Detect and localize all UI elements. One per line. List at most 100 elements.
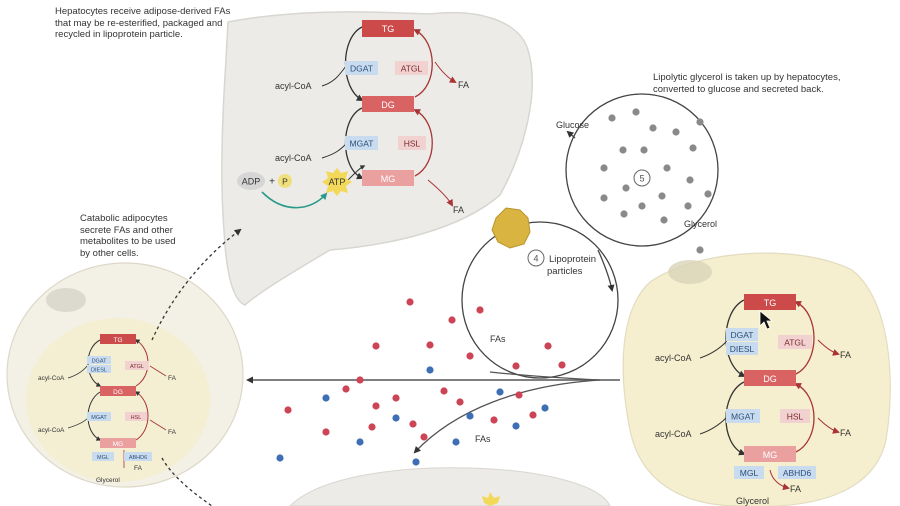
left-atgl-label: ATGL (130, 364, 144, 370)
right-adipocyte-nucleus (668, 260, 712, 284)
fa-blue-dot (512, 422, 520, 430)
liver-mgat-label: MGAT (350, 139, 374, 149)
left-hsl-label: HSL (131, 415, 142, 421)
left-dg-box (100, 386, 136, 396)
right-mgl-label: MGL (740, 468, 759, 478)
left-fa-out-1 (149, 365, 167, 377)
lipoprotein-cycle-circle (461, 221, 619, 379)
glycerol-molecule-dot (622, 184, 630, 192)
adp-to-atp-arrow (261, 191, 328, 209)
right-acylcoa-in-2 (699, 417, 727, 435)
note-catabolic: Catabolic adipocytes secrete FAs and oth… (80, 213, 176, 259)
note-glycerol-line-2: converted to glucose and secreted back. (653, 83, 824, 95)
right-tg-label: TG (764, 298, 777, 308)
left-fa-label-1: FA (168, 375, 177, 382)
left-mg-box (100, 438, 136, 448)
lipoprotein-particle (491, 207, 531, 249)
note-catabolic-line-2: secrete FAs and other (80, 224, 173, 236)
liver-fa-out-2 (427, 179, 453, 207)
glycerol-molecule-dot (686, 176, 694, 184)
glycerol-molecule-dot (619, 146, 627, 154)
fa-red-dot (529, 411, 537, 419)
fa-red-dot (322, 428, 330, 436)
liver-dg-box (362, 96, 414, 112)
left-adipocyte-nucleus (46, 288, 86, 312)
right-abhd6-box (778, 466, 816, 479)
glycerol-molecule-dot (608, 114, 616, 122)
fa-release-lower-arrow (413, 379, 601, 454)
note-glycerol-line-1: Lipolytic glycerol is taken up by hepato… (653, 72, 841, 83)
glycerol-molecule-dot (638, 202, 646, 210)
glycerol-molecule-dot (600, 164, 608, 172)
left-atgl-box (125, 361, 149, 370)
glycerol-molecule-dot (672, 128, 680, 136)
note-catabolic-line-1: Catabolic adipocytes (80, 213, 168, 224)
liver-shape (221, 11, 533, 306)
left-acylcoa-in-2 (67, 417, 89, 429)
fa-blue-dot (412, 458, 420, 466)
fa-red-dot (558, 361, 566, 369)
fa-release-upper-arrow (489, 371, 601, 381)
note-hepatocytes: Hepatocytes receive adipose-derived FAs … (55, 6, 230, 41)
fa-red-dot (284, 406, 292, 414)
right-mg-box (744, 446, 796, 462)
liver-mgat-box (345, 136, 378, 150)
left-dgat-label: DGAT (92, 359, 108, 365)
note-hepatocytes-line-2: that may be re-esterified, packaged and (55, 17, 223, 29)
fa-blue-dot (322, 394, 330, 402)
left-tg-box (100, 334, 136, 344)
right-fa-label-3: FA (790, 484, 801, 494)
fa-red-dot (420, 433, 428, 441)
liver-hsl-label: HSL (404, 139, 421, 149)
left-diesl-label: DIESL (91, 368, 107, 374)
left-to-liver-dashed-arrow (151, 228, 242, 341)
glycerol-molecule-dot (649, 124, 657, 132)
fa-blue-dot (426, 366, 434, 374)
note-catabolic-line-3: metabolites to be used (80, 236, 176, 247)
step-5-number: 5 (639, 174, 644, 184)
glycerol-molecule-dot (660, 216, 668, 224)
glycerol-molecule-dot (696, 118, 704, 126)
glycerol-cycle-arrowhead (566, 130, 576, 139)
adp-label: ADP (242, 177, 261, 187)
glycerol-label-top: Glycerol (684, 219, 717, 229)
fa-blue-dot (452, 438, 460, 446)
liver-upper-cycle-arrow-right (413, 29, 433, 98)
glycerol-cycle-circle (565, 93, 719, 247)
liver-dgat-box (345, 61, 378, 75)
fa-blue-dot (496, 388, 504, 396)
left-lower-cycle-arrow-right (134, 391, 149, 441)
right-abhd6-label: ABHD6 (783, 468, 812, 478)
glycerol-molecule-dot (600, 194, 608, 202)
bottom-atp-star (482, 492, 500, 506)
glucose-label: Glucose (556, 120, 589, 130)
glycerol-molecule-dot (632, 108, 640, 116)
mouse-cursor (759, 310, 774, 330)
left-tg-label: TG (113, 337, 122, 344)
liver-acylcoa-in-1 (321, 65, 347, 87)
phosphate-label: P (282, 177, 288, 187)
liver-tg-label: TG (382, 24, 395, 34)
right-upper-cycle-arrow-right (794, 301, 815, 375)
right-mgat-label: MGAT (731, 412, 755, 422)
liver-dg-label: DG (381, 100, 395, 110)
fa-red-dot (456, 398, 464, 406)
plus-sign: + (269, 177, 275, 188)
left-dgat-box (87, 356, 111, 364)
right-hsl-box (780, 409, 810, 423)
fa-red-dot (512, 362, 520, 370)
right-hsl-label: HSL (787, 412, 804, 422)
left-acylcoa-in-1 (67, 364, 89, 379)
left-abhd6-box (124, 452, 152, 461)
right-fa-label-1: FA (840, 350, 851, 360)
right-fa-label-2: FA (840, 428, 851, 438)
fa-red-dot (342, 385, 350, 393)
lipoprotein-label-1: Lipoprotein (549, 254, 596, 265)
liver-mg-box (362, 170, 414, 186)
right-acylcoa-in-1 (699, 341, 727, 359)
fa-red-dot (544, 342, 552, 350)
left-abhd6-label: ABHD6 (129, 455, 147, 461)
fa-red-dot (356, 376, 364, 384)
